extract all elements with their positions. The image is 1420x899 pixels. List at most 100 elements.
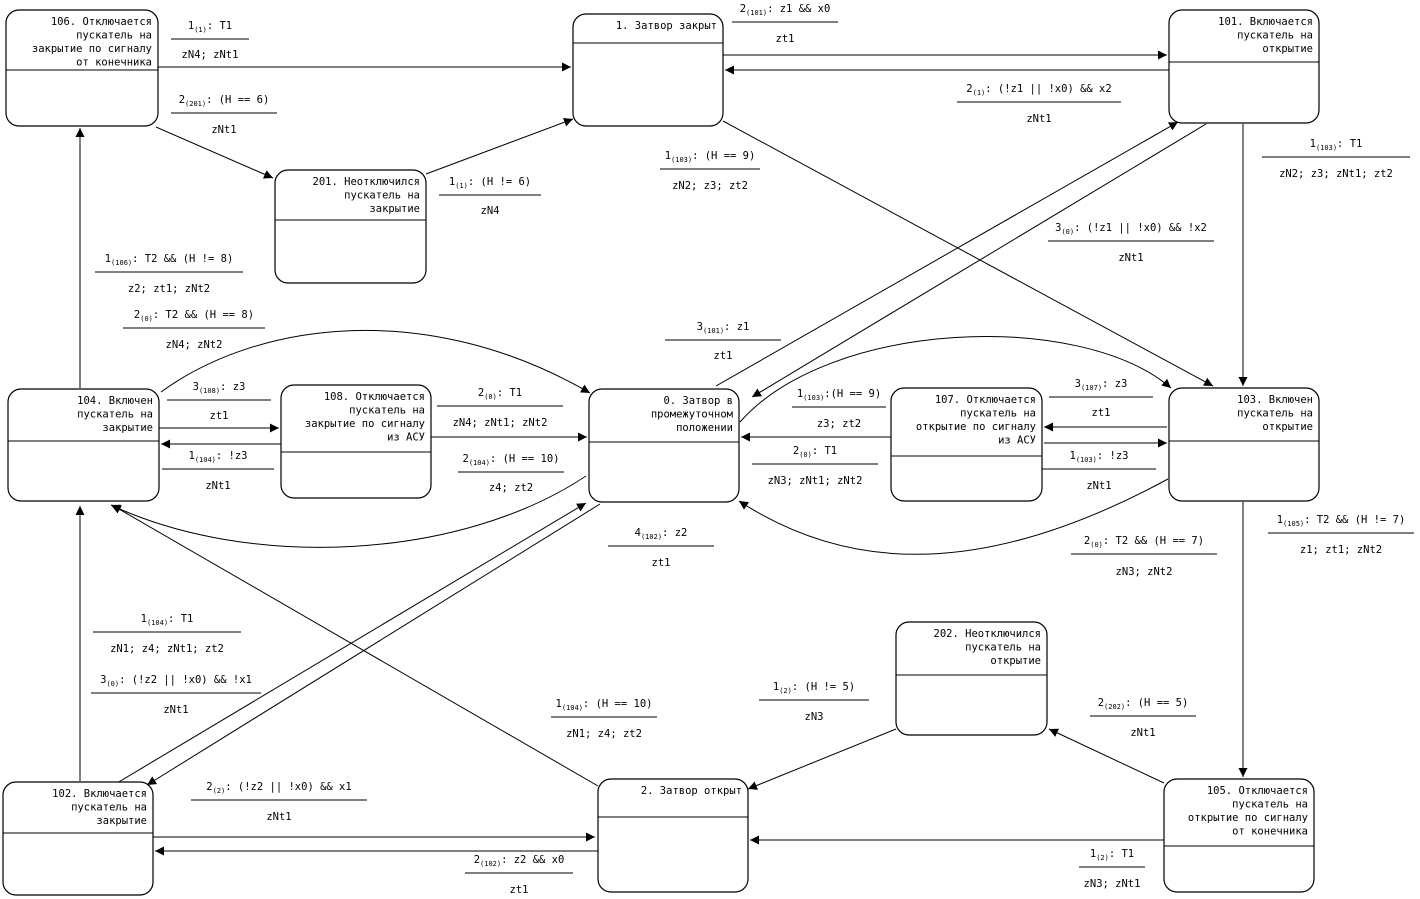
transition-condition: 1(1): (H != 6) (449, 176, 531, 190)
transition-condition: 2(101): z1 && x0 (740, 3, 831, 17)
state-title-line: 1. Затвор закрыт (616, 20, 717, 32)
state-title-line: 106. Отключается (51, 16, 152, 28)
transition-condition: 3(101): z1 (697, 321, 750, 335)
transition-guard: :(H == 9) (824, 388, 881, 400)
transition-number: 3 (100, 674, 106, 686)
transition-condition: 2(102): z2 && x0 (474, 854, 565, 868)
transition-label: 1(104): (H == 10)zN1; z4; zt2 (551, 698, 657, 740)
transition-actions: zNt1 (1086, 480, 1111, 492)
transition-target: (0) (484, 393, 497, 401)
state-2: 2. Затвор открыт (597, 778, 749, 893)
transition-actions: zNt1 (1130, 727, 1155, 739)
transition-number: 2 (179, 94, 185, 106)
transition-condition: 4(102): z2 (635, 527, 688, 541)
transition-guard: : z1 (724, 321, 749, 333)
transition-arrow (111, 504, 599, 787)
transition-number: 2 (134, 309, 140, 321)
transition-label: 1(104): !z3 zNt1 (162, 450, 274, 492)
state-title-line: пускатель на (960, 408, 1036, 420)
state-title-line: пускатель на (1237, 30, 1313, 42)
transition-guard: : (H == 9) (692, 150, 755, 162)
transition-target: (202) (1104, 703, 1125, 711)
transition-number: 1 (105, 253, 111, 265)
transition-arrow (1048, 728, 1165, 784)
transition-actions: zt1 (1092, 407, 1111, 419)
transition-label: 3(107): z3 zt1 (1049, 378, 1153, 419)
transition-actions: zN2; z3; zNt1; zt2 (1279, 168, 1393, 180)
transition-number: 2 (1098, 697, 1104, 709)
transition-actions: zN1; z4; zNt1; zt2 (110, 643, 224, 655)
state-title-line: пускатель на (71, 802, 147, 814)
transition-number: 2 (474, 854, 480, 866)
transition-guard: : z1 && x0 (767, 3, 830, 15)
transition-target: (103) (1316, 144, 1337, 152)
transition-guard: : T2 && (H != 7) (1304, 514, 1405, 526)
state-title-line: пускатель на (349, 405, 425, 417)
transition-actions: zNt1 (266, 811, 291, 823)
transition-condition: 1(104): !z3 (188, 450, 247, 464)
transition-actions: z3; zt2 (817, 418, 861, 430)
transition-guard: : T1 (207, 20, 232, 32)
transition-guard: : z2 (662, 527, 687, 539)
transition-condition: 1(1): T1 (188, 20, 232, 34)
transition-guard: : (H == 10) (583, 698, 653, 710)
transition-number: 3 (1075, 378, 1081, 390)
transition-guard: : (H != 6) (468, 176, 531, 188)
transition-actions: zNt1 (205, 480, 230, 492)
transition-actions: zN4 (481, 205, 500, 217)
transition-guard: : z2 && x0 (501, 854, 564, 866)
transition-guard: : T1 (497, 387, 522, 399)
transition-label: 2(201): (H == 6)zNt1 (171, 94, 277, 136)
transition-actions: z2; zt1; zNt2 (128, 283, 210, 295)
transition-actions: zt1 (714, 350, 733, 362)
state-title-line: 107. Отключается (935, 394, 1036, 406)
transition-condition: 1(106): T2 && (H != 8) (105, 253, 234, 267)
transition-actions: z1; zt1; zNt2 (1300, 544, 1382, 556)
transition-actions: zt1 (510, 884, 529, 896)
transition-target: (108) (199, 387, 220, 395)
transition-target: (104) (562, 704, 583, 712)
transition-target: (106) (111, 259, 132, 267)
transition-label: 1(103):(H == 9)z3; zt2 (792, 388, 886, 430)
state-title-line: 102. Включается (52, 788, 147, 800)
state-title-line: открытие (1262, 421, 1313, 433)
state-title-line: пускатель на (344, 190, 420, 202)
state-title-line: закрытие (96, 815, 147, 827)
transition-condition: 2(0): T1 (793, 445, 837, 459)
transition-actions: zN3 (805, 711, 824, 723)
transition-label: 1(1): (H != 6) zN4 (439, 176, 541, 217)
state-title-line: 202. Неотключился (934, 628, 1041, 640)
transition-arrow (747, 728, 897, 790)
state-1: 1. Затвор закрыт (572, 13, 724, 127)
transition-number: 1 (1310, 138, 1316, 150)
transition-condition: 3(107): z3 (1075, 378, 1128, 392)
transition-number: 2 (793, 445, 799, 457)
transition-label: 1(106): T2 && (H != 8) z2; zt1; zNt2 (95, 253, 243, 295)
transition-actions: zN1; z4; zt2 (566, 728, 642, 740)
transition-condition: 2(0): T2 && (H == 7) (1084, 535, 1204, 549)
state-title-line: открытие (1262, 43, 1313, 55)
transition-target: (103) (803, 394, 824, 402)
transition-guard: : T2 && (H == 8) (153, 309, 254, 321)
state-title-line: 104. Включен (77, 395, 153, 407)
transition-actions: z4; zt2 (489, 482, 533, 494)
transition-arrows (75, 50, 1248, 856)
transition-actions: zN4; zNt2 (166, 339, 223, 351)
transition-target: (2) (1096, 854, 1109, 862)
